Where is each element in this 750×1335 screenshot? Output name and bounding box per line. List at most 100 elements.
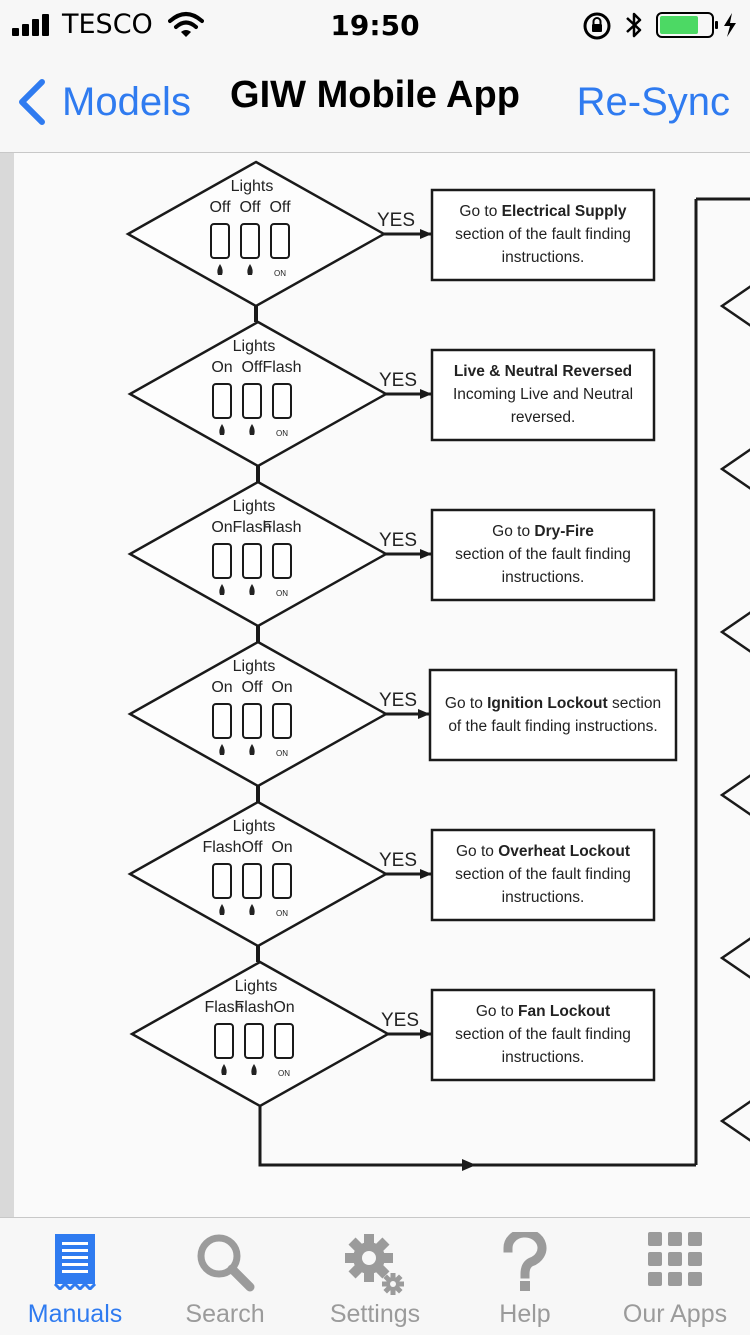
light-state-label: Off: [241, 359, 263, 376]
result-highlight: Fan Lockout: [518, 1003, 610, 1020]
result-text-line: instructions.: [502, 1049, 585, 1066]
result-text-line: Live & Neutral Reversed: [454, 363, 632, 380]
result-text: of the fault finding instructions.: [448, 718, 657, 735]
tab-manuals-label: Manuals: [27, 1300, 123, 1328]
light-state-label: Off: [241, 839, 263, 856]
chevron-left-icon: [19, 79, 45, 125]
arrow-head: [418, 709, 430, 719]
flame-icon: [249, 904, 255, 915]
status-bar: TESCO 19:50: [0, 0, 750, 50]
result-text-line: Go to Overheat Lockout: [456, 843, 630, 860]
gear-icon: [345, 1234, 404, 1295]
tab-our-apps[interactable]: Our Apps: [600, 1218, 750, 1335]
result-text: Go to: [492, 523, 534, 540]
arrow-head: [420, 1029, 432, 1039]
result-box: [430, 508, 656, 602]
light-state-label: Flash: [232, 519, 271, 536]
arrow-head: [420, 549, 432, 559]
result-highlight: Overheat Lockout: [498, 843, 630, 860]
light-state-label: Off: [241, 679, 263, 696]
indicator-light: [210, 223, 230, 259]
resync-button[interactable]: Re-Sync: [576, 80, 730, 124]
light-state-label: Flash: [204, 999, 243, 1016]
light-state-label: On: [211, 519, 232, 536]
flame-icon: [249, 584, 255, 595]
result-text: instructions.: [502, 1049, 585, 1066]
tab-bar: Manuals Search: [0, 1217, 750, 1335]
result-text-line: Incoming Live and Neutral: [453, 386, 633, 403]
arrow-head: [462, 1159, 476, 1171]
result-text: instructions.: [502, 889, 585, 906]
indicator-light: [242, 543, 262, 579]
result-highlight: Ignition Lockout: [487, 695, 608, 712]
back-button-label: Models: [62, 79, 191, 124]
result-text: section: [608, 695, 661, 712]
result-text: reversed.: [511, 409, 576, 426]
back-button[interactable]: Models: [14, 72, 191, 132]
flame-icon: [217, 264, 223, 275]
light-state-label: Off: [239, 199, 261, 216]
tab-settings-label: Settings: [329, 1300, 421, 1328]
tab-search[interactable]: Search: [150, 1218, 300, 1335]
flame-icon: [249, 744, 255, 755]
indicator-light: [270, 223, 290, 259]
tab-settings[interactable]: Settings: [300, 1218, 450, 1335]
result-text: Go to: [476, 1003, 518, 1020]
result-text: Go to: [445, 695, 487, 712]
carrier-name: TESCO: [62, 9, 153, 40]
result-text: Incoming Live and Neutral: [453, 386, 633, 403]
next-diamond-edge: [719, 774, 750, 816]
next-diamond-edge: [719, 611, 750, 653]
tab-help[interactable]: Help: [450, 1218, 600, 1335]
light-state-label: Flash: [202, 839, 241, 856]
light-state-label: On: [211, 359, 232, 376]
arrow-head: [420, 869, 432, 879]
result-text: instructions.: [502, 569, 585, 586]
result-text-line: Go to Fan Lockout: [476, 1003, 610, 1020]
lights-label: Lights: [233, 498, 276, 515]
indicator-light: [212, 703, 232, 739]
signal-icon: [12, 14, 49, 36]
tab-manuals[interactable]: Manuals: [0, 1218, 150, 1335]
result-highlight: Dry-Fire: [534, 523, 594, 540]
indicator-light: [242, 863, 262, 899]
manual-icon: [53, 1234, 97, 1290]
bluetooth-icon: [626, 12, 642, 38]
flame-icon: [219, 744, 225, 755]
indicator-light: [272, 703, 292, 739]
result-text-line: section of the fault finding: [455, 1026, 631, 1043]
on-indicator-label: ON: [278, 1069, 290, 1078]
result-text-line: reversed.: [511, 409, 576, 426]
result-text-line: instructions.: [502, 569, 585, 586]
indicator-light: [272, 543, 292, 579]
result-text: section of the fault finding: [455, 866, 631, 883]
indicator-light: [274, 1023, 294, 1059]
on-indicator-label: ON: [276, 589, 288, 598]
apps-grid-icon: [648, 1232, 702, 1286]
navigation-bar: Models GIW Mobile App Re-Sync: [0, 50, 750, 153]
yes-label: YES: [379, 370, 417, 391]
indicator-light: [214, 1023, 234, 1059]
indicator-light: [272, 383, 292, 419]
lights-label: Lights: [233, 658, 276, 675]
yes-label: YES: [381, 1010, 419, 1031]
arrow-head: [420, 389, 432, 399]
status-time: 19:50: [330, 9, 420, 42]
result-box: [430, 348, 656, 442]
arrow-head: [420, 229, 432, 239]
result-text-line: section of the fault finding: [455, 226, 631, 243]
light-state-label: Off: [209, 199, 231, 216]
next-diamond-edge: [719, 285, 750, 327]
battery-icon: [656, 12, 736, 38]
flame-icon: [247, 264, 253, 275]
next-diamond-edge: [719, 1100, 750, 1142]
indicator-light: [212, 863, 232, 899]
flame-icon: [221, 1064, 227, 1075]
result-text: section of the fault finding: [455, 1026, 631, 1043]
